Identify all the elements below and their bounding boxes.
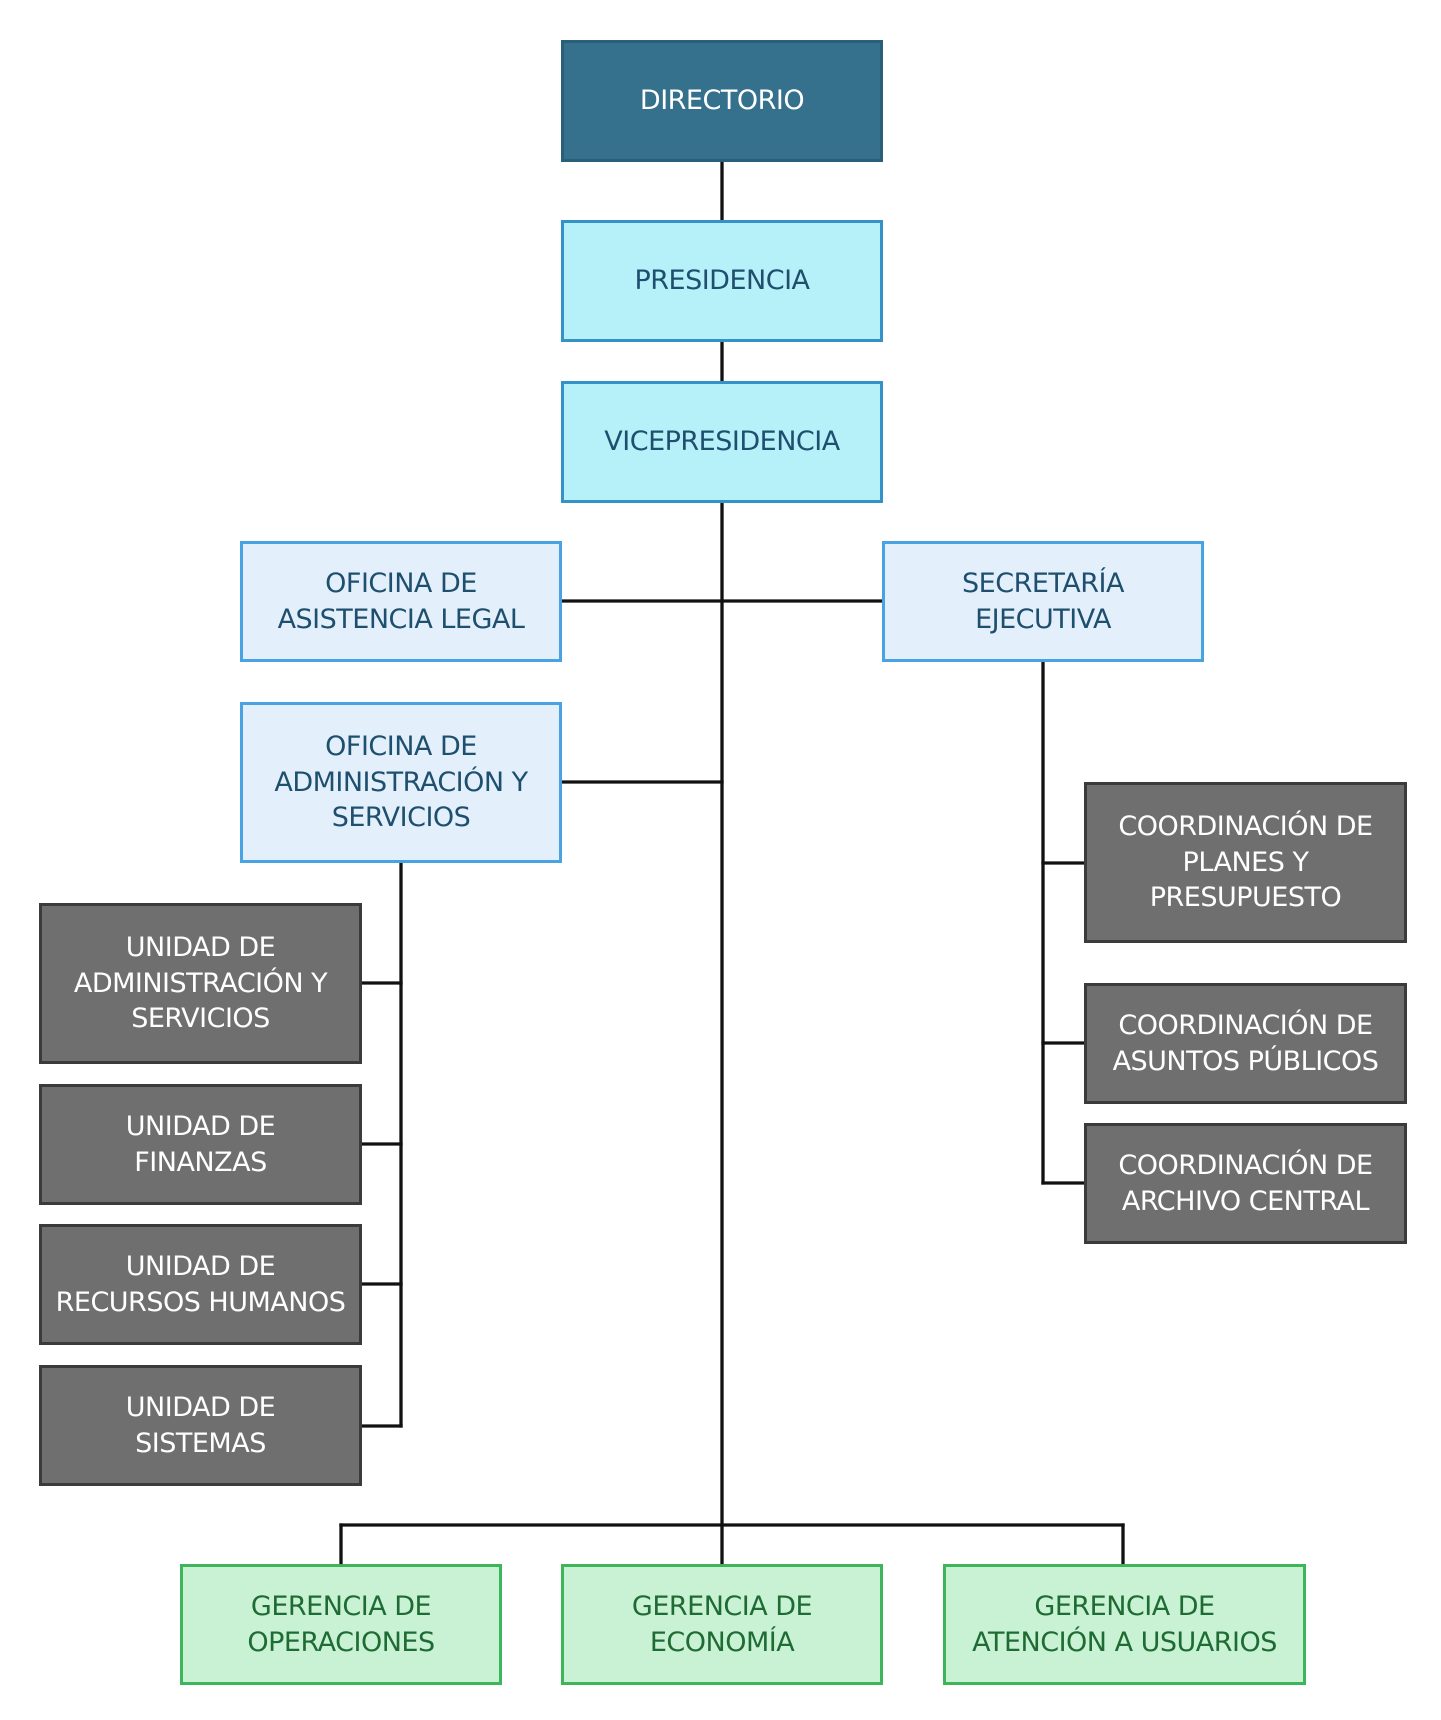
node-label: DIRECTORIO	[639, 85, 805, 117]
node-gerencia-economia: GERENCIA DE ECONOMÍA	[561, 1564, 883, 1685]
node-label: OFICINA DE ASISTENCIA LEGAL	[277, 567, 525, 635]
node-label: GERENCIA DE ATENCIÓN A USUARIOS	[972, 1590, 1277, 1658]
node-asistencia-legal: OFICINA DE ASISTENCIA LEGAL	[240, 541, 562, 662]
node-label: UNIDAD DE ADMINISTRACIÓN Y SERVICIOS	[73, 931, 328, 1035]
node-label: PRESIDENCIA	[634, 265, 810, 297]
node-coordinacion-archivo: COORDINACIÓN DE ARCHIVO CENTRAL	[1084, 1123, 1407, 1244]
node-label: SECRETARÍA EJECUTIVA	[962, 567, 1124, 635]
node-presidencia: PRESIDENCIA	[561, 220, 883, 342]
node-secretaria-ejecutiva: SECRETARÍA EJECUTIVA	[882, 541, 1204, 662]
node-unidad-administracion: UNIDAD DE ADMINISTRACIÓN Y SERVICIOS	[39, 903, 362, 1064]
node-label: GERENCIA DE OPERACIONES	[247, 1590, 435, 1658]
node-label: COORDINACIÓN DE ARCHIVO CENTRAL	[1118, 1149, 1373, 1217]
node-unidad-finanzas: UNIDAD DE FINANZAS	[39, 1084, 362, 1205]
node-label: GERENCIA DE ECONOMÍA	[631, 1590, 813, 1658]
node-unidad-recursos-humanos: UNIDAD DE RECURSOS HUMANOS	[39, 1224, 362, 1345]
node-vicepresidencia: VICEPRESIDENCIA	[561, 381, 883, 503]
node-unidad-sistemas: UNIDAD DE SISTEMAS	[39, 1365, 362, 1486]
node-label: UNIDAD DE SISTEMAS	[125, 1391, 276, 1459]
node-directorio: DIRECTORIO	[561, 40, 883, 162]
node-label: OFICINA DE ADMINISTRACIÓN Y SERVICIOS	[274, 730, 528, 834]
node-coordinacion-planes: COORDINACIÓN DE PLANES Y PRESUPUESTO	[1084, 782, 1407, 943]
node-gerencia-operaciones: GERENCIA DE OPERACIONES	[180, 1564, 502, 1685]
node-gerencia-atencion-usuarios: GERENCIA DE ATENCIÓN A USUARIOS	[943, 1564, 1306, 1685]
node-label: UNIDAD DE FINANZAS	[125, 1110, 276, 1178]
node-coordinacion-asuntos: COORDINACIÓN DE ASUNTOS PÚBLICOS	[1084, 983, 1407, 1104]
node-label: VICEPRESIDENCIA	[604, 426, 840, 458]
node-label: COORDINACIÓN DE PLANES Y PRESUPUESTO	[1118, 810, 1373, 914]
node-administracion-servicios: OFICINA DE ADMINISTRACIÓN Y SERVICIOS	[240, 702, 562, 863]
node-label: COORDINACIÓN DE ASUNTOS PÚBLICOS	[1112, 1009, 1379, 1077]
node-label: UNIDAD DE RECURSOS HUMANOS	[55, 1250, 346, 1318]
